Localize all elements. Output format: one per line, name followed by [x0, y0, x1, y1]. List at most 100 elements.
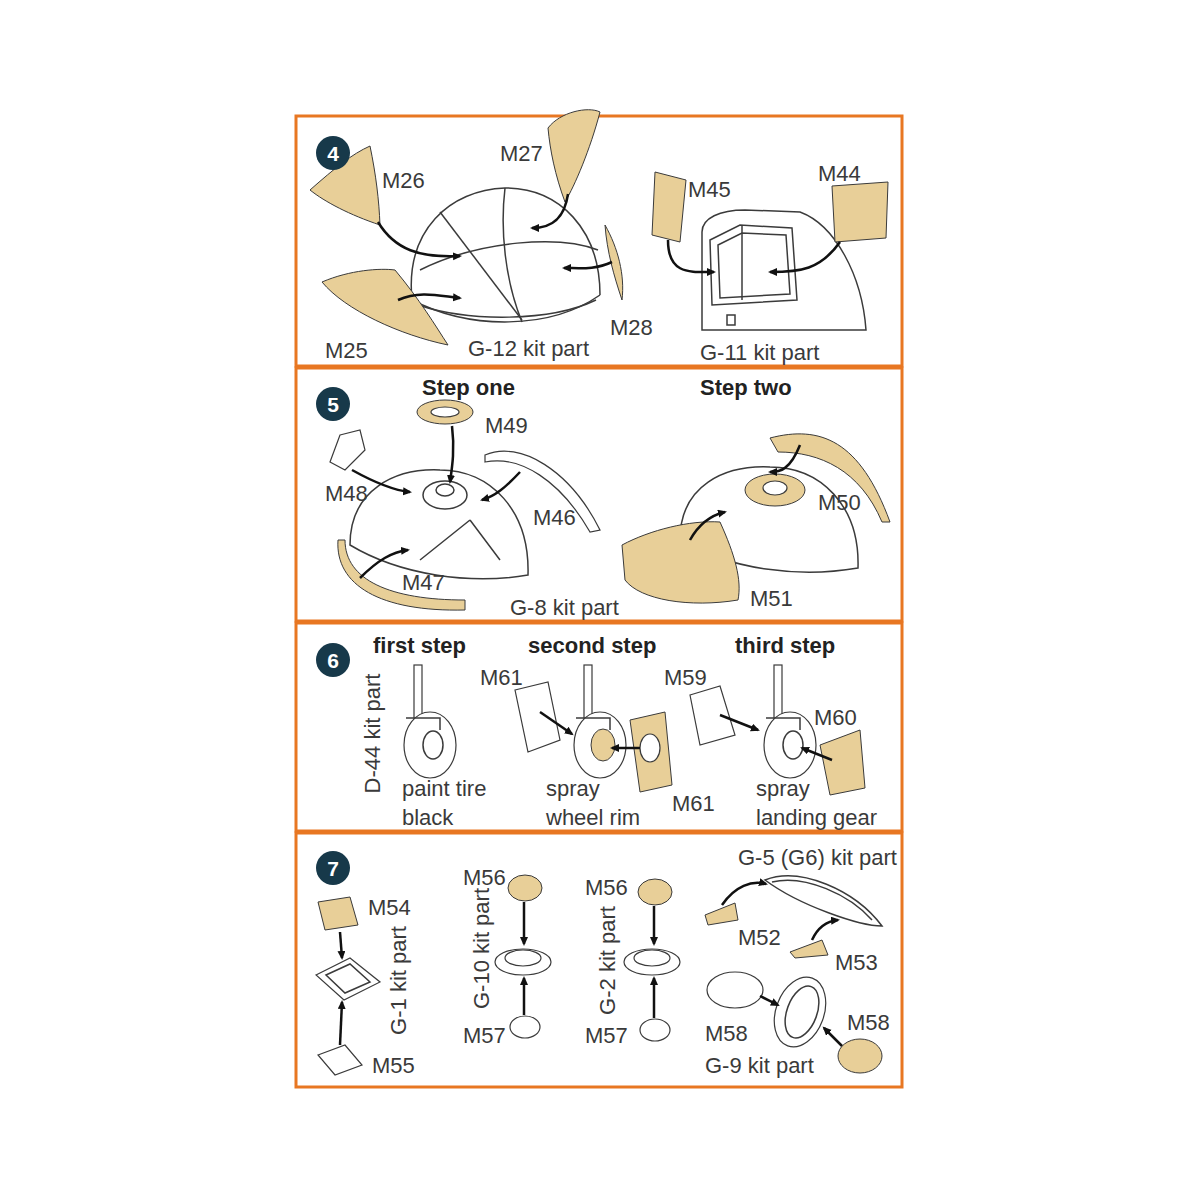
- drawing-stroke: [770, 242, 840, 272]
- part-label: M55: [372, 1051, 415, 1080]
- drawing-stroke: [505, 950, 541, 966]
- part-label: M48: [325, 479, 368, 508]
- callout-number: 4: [327, 143, 339, 164]
- drawing-stroke: [330, 430, 365, 470]
- drawing-stroke: [417, 400, 473, 424]
- drawing-stroke: [316, 958, 380, 1000]
- drawing-stroke: [624, 949, 680, 975]
- drawing-stroke: [360, 550, 408, 578]
- drawing-stroke: [591, 729, 615, 761]
- drawing-stroke: [765, 876, 882, 926]
- part-label: Step two: [700, 373, 792, 402]
- part-label: M47: [402, 568, 445, 597]
- drawing-stroke: [705, 903, 738, 925]
- drawing-stroke: [820, 730, 865, 795]
- step-5-art: [330, 400, 890, 610]
- part-label: M28: [610, 313, 653, 342]
- drawing-stroke: [790, 940, 828, 958]
- drawing-stroke: [630, 712, 672, 792]
- part-label: M58: [847, 1008, 890, 1037]
- drawing-stroke: [653, 906, 656, 944]
- drawing-stroke: [523, 902, 526, 944]
- drawing-stroke: [423, 731, 443, 759]
- part-label: M52: [738, 923, 781, 952]
- drawing-stroke: [340, 1002, 342, 1045]
- drawing-stroke: [772, 880, 872, 920]
- part-label: M25: [325, 336, 368, 365]
- drawing-stroke: [576, 718, 610, 730]
- part-label: G-8 kit part: [510, 593, 619, 622]
- drawing-stroke: [766, 718, 800, 730]
- part-label: G-11 kit part: [700, 338, 819, 367]
- drawing-stroke: [612, 747, 640, 750]
- drawing-stroke: [779, 981, 826, 1042]
- drawing-stroke: [411, 188, 600, 300]
- part-label: G-2 kit part: [593, 906, 622, 1015]
- drawing-stroke: [532, 194, 568, 228]
- drawing-stroke: [398, 294, 460, 300]
- drawing-stroke: [378, 222, 460, 256]
- drawing-stroke: [764, 712, 816, 778]
- drawing-stroke: [707, 972, 763, 1008]
- drawing-stroke: [765, 970, 835, 1054]
- step-6-art: [404, 665, 865, 795]
- drawing-stroke: [482, 472, 520, 500]
- drawing-stroke: [668, 240, 714, 272]
- part-label: M57: [585, 1021, 628, 1050]
- part-label: G-5 (G6) kit part: [738, 843, 897, 872]
- drawing-stroke: [760, 996, 778, 1005]
- part-label: M58: [705, 1019, 748, 1048]
- drawing-stroke: [338, 540, 465, 610]
- drawing-stroke: [564, 262, 612, 268]
- drawing-stroke: [318, 897, 358, 930]
- panel-frames: [296, 116, 902, 1087]
- part-label: M61: [480, 663, 523, 692]
- drawing-stroke: [503, 188, 522, 322]
- callout-number: 5: [327, 394, 339, 415]
- drawing-stroke: [523, 978, 526, 1015]
- drawing-stroke: [340, 932, 342, 958]
- drawing-stroke: [710, 225, 797, 305]
- drawing-stroke: [510, 1016, 540, 1038]
- drawing-stroke: [485, 451, 600, 532]
- drawing-stroke: [350, 470, 528, 579]
- drawing-stroke: [653, 978, 656, 1018]
- step-number-circle: 6: [316, 643, 350, 677]
- drawing-stroke: [414, 665, 422, 720]
- part-label: M53: [835, 948, 878, 977]
- drawing-stroke: [440, 212, 522, 320]
- part-label: M46: [533, 503, 576, 532]
- drawing-stroke: [783, 731, 803, 759]
- part-label: M54: [368, 893, 411, 922]
- part-label: M26: [382, 166, 425, 195]
- drawing-stroke: [436, 484, 454, 496]
- drawing-stroke: [741, 225, 743, 300]
- part-label: Step one: [422, 373, 515, 402]
- drawing-stroke: [802, 748, 832, 760]
- part-label: G-10 kit part: [467, 887, 496, 1008]
- drawing-stroke: [296, 833, 902, 1087]
- step-number-circle: 5: [316, 387, 350, 421]
- drawing-stroke: [720, 715, 758, 730]
- part-label: third step: [735, 631, 835, 660]
- drawing-stroke: [727, 315, 735, 325]
- drawing-stroke: [420, 520, 500, 560]
- part-label: paint tire black: [402, 774, 494, 832]
- part-label: M57: [463, 1021, 506, 1050]
- drawing-stroke: [404, 712, 456, 778]
- drawing-stroke: [812, 920, 838, 940]
- part-label: M50: [818, 488, 861, 517]
- drawing-stroke: [318, 1045, 362, 1075]
- drawing-stroke: [548, 110, 600, 202]
- drawing-stroke: [296, 623, 902, 831]
- drawing-stroke: [774, 665, 782, 720]
- step-7-art: [316, 875, 882, 1075]
- drawing-stroke: [838, 1039, 882, 1073]
- drawing-stroke: [584, 665, 592, 720]
- part-label: M49: [485, 411, 528, 440]
- part-label: M61: [672, 789, 715, 818]
- step-number-circle: 4: [316, 136, 350, 170]
- drawing-stroke: [322, 269, 448, 345]
- part-label: G-1 kit part: [384, 926, 413, 1035]
- step-4-art: [310, 110, 888, 345]
